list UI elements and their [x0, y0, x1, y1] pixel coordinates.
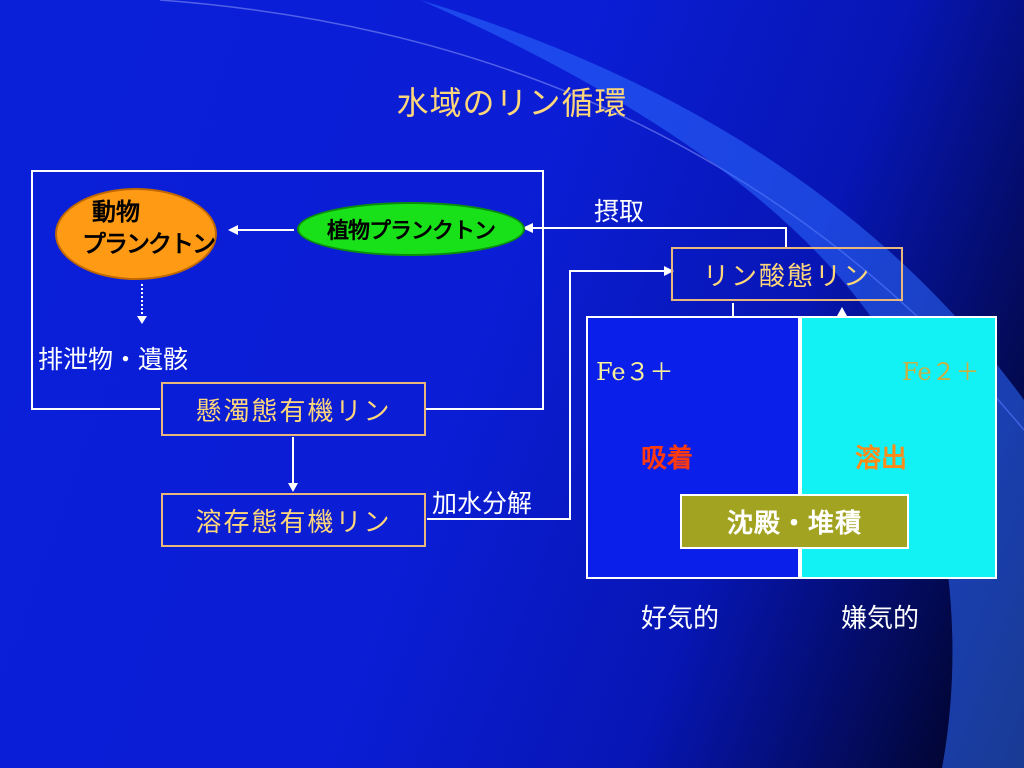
fe2-label: Fe２＋	[902, 358, 980, 386]
dissolved-organic-p-box: 溶存態有機リン	[161, 493, 426, 547]
uptake-label: 摂取	[594, 197, 645, 226]
arrow-uptake-head	[522, 223, 533, 233]
particulate-organic-p-box: 懸濁態有機リン	[161, 382, 426, 436]
release-label: 溶出	[855, 444, 908, 474]
arrow-particulate-to-dissolved-head	[288, 483, 298, 492]
anaerobic-label: 嫌気的	[841, 604, 920, 634]
phosphate-p-box: リン酸態リン	[671, 247, 903, 301]
arrow-zoo-to-excretion-head	[137, 316, 147, 324]
hydrolysis-label: 加水分解	[432, 489, 533, 518]
arrow-phyto-to-zoo-head	[228, 225, 238, 235]
arrow-uptake	[532, 227, 787, 247]
page-title: 水域のリン循環	[396, 84, 628, 122]
arrow-release-head	[837, 307, 847, 316]
zooplankton-node	[55, 188, 217, 280]
arrow-hydrolysis-head	[664, 266, 674, 276]
plankton-loop-frame	[31, 170, 544, 410]
adsorption-label: 吸着	[641, 444, 694, 474]
fe3-label: Fe３＋	[596, 358, 674, 386]
zooplankton-label: 動物 プランクトン	[82, 196, 216, 260]
phytoplankton-label: 植物プランクトン	[326, 219, 496, 244]
zooplankton-label-line2: プランクトン	[82, 230, 216, 258]
aerobic-label: 好気的	[641, 604, 720, 634]
excretion-label: 排泄物・遺骸	[38, 345, 189, 374]
phytoplankton-node	[297, 202, 525, 256]
arrow-hydrolysis	[427, 270, 665, 520]
zooplankton-label-line1: 動物	[92, 198, 140, 226]
precipitation-box: 沈殿・堆積	[680, 494, 909, 549]
